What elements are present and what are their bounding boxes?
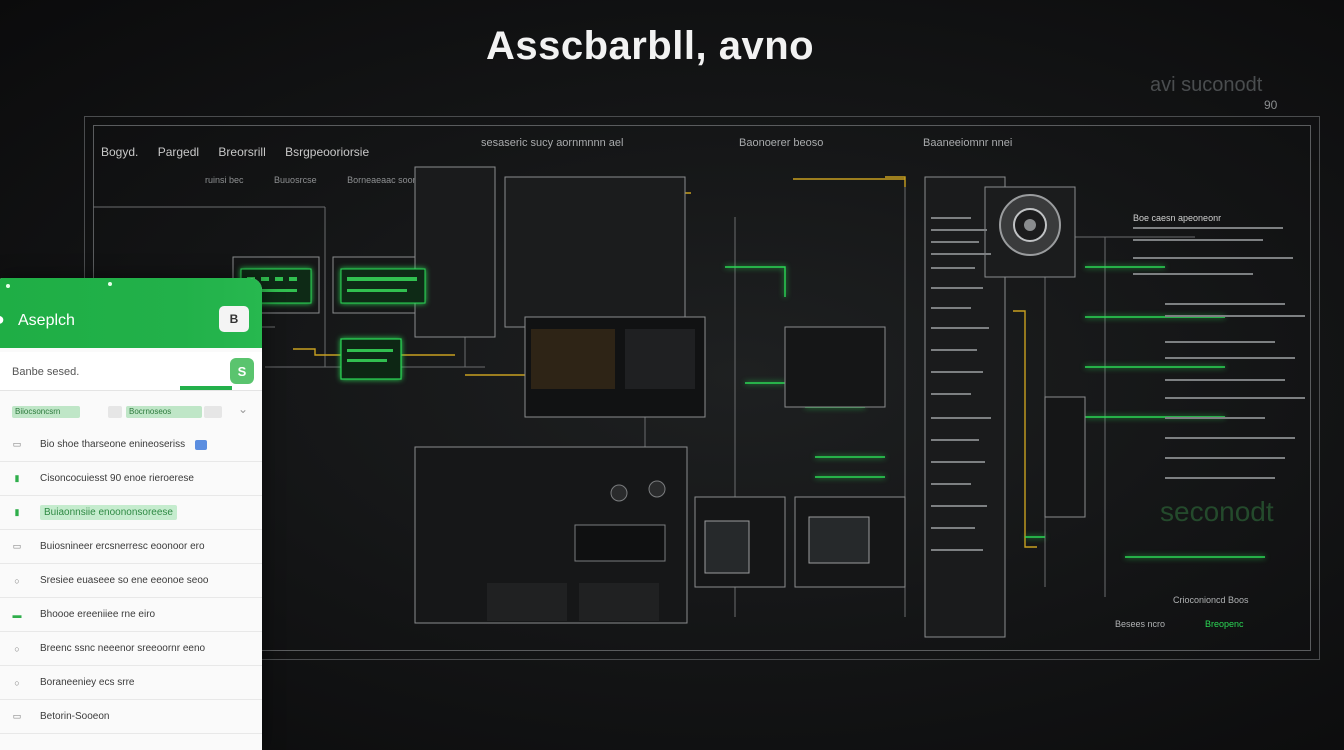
filter-chip[interactable] <box>108 406 122 418</box>
filter-chip[interactable]: Biiocsoncsrn <box>12 406 80 418</box>
list-item[interactable]: ▮ Cisoncocuiesst 90 enoe rieroerese <box>0 462 262 496</box>
subheader-label-2: Buuosrcse <box>274 175 317 185</box>
item-icon: ▭ <box>12 711 22 721</box>
item-icon: ▮ <box>14 473 20 483</box>
list-item[interactable]: ○ Sresiee euaseee so ene eeonoe seoo <box>0 564 262 598</box>
header-label-1: Bogyd. <box>101 145 139 159</box>
search-bar: S <box>0 352 262 391</box>
list-item[interactable]: ○ Breenc ssnc neeenor sreeoornr eeno <box>0 632 262 666</box>
list-item[interactable]: ▭ Betorin-Sooeon <box>0 700 262 734</box>
list-item-label: Boraneeniey ecs srre <box>40 677 135 688</box>
item-icon: ▭ <box>12 541 22 551</box>
ghost-right-text: avi suconodt <box>1150 74 1263 96</box>
filter-chip[interactable]: Bocrnoseos <box>126 406 202 418</box>
item-badge <box>195 439 208 450</box>
list-item-label: Bhoooe ereeniiee rne eiro <box>40 609 156 620</box>
list-item[interactable]: ○ Boraneeniey ecs srre <box>0 666 262 700</box>
header-label-3: Breorsrill <box>218 145 266 159</box>
header-label-4: Bsrgpeooriorsie <box>285 145 370 159</box>
top-label-b: Baonoerer beoso <box>739 137 824 149</box>
filter-chip[interactable] <box>204 406 222 418</box>
item-icon: ○ <box>14 643 20 654</box>
status-dot <box>6 284 10 288</box>
app-sidebar: ● Aseplch B S Biiocsoncsrn Bocrnoseos ⌄ … <box>0 278 262 750</box>
header-action-button[interactable]: B <box>219 306 249 332</box>
right-column-label: Boe caesn apeoneonr <box>1133 213 1222 223</box>
list-item[interactable]: ▭ Buiosnineer ercsnerresc eoonoor ero <box>0 530 262 564</box>
footer-label-a: Crioconioncd Boos <box>1173 595 1249 605</box>
list-item[interactable]: ▬ Bhoooe ereeniiee rne eiro <box>0 598 262 632</box>
subheader-label-3: Borneaeaac soom <box>347 175 421 185</box>
item-icon: ○ <box>14 677 20 688</box>
schematic-subheader: ruinsi bec Buuosrcse Borneaeaac soom <box>205 175 448 185</box>
footer-label-b: Besees ncro <box>1115 619 1166 629</box>
app-title: Aseplch <box>18 312 75 329</box>
chevron-down-icon[interactable]: ⌄ <box>238 402 249 416</box>
filter-row: Biiocsoncsrn Bocrnoseos ⌄ <box>0 398 262 428</box>
top-label-c: Baaneeiomnr nnei <box>923 137 1013 149</box>
item-icon: ○ <box>14 575 20 586</box>
app-header: ● Aseplch B <box>0 278 262 348</box>
header-label-2: Pargedl <box>157 145 200 159</box>
item-icon: ▬ <box>12 609 22 620</box>
list-item-label: Buiaonnsiie enoononsoreese <box>40 505 177 520</box>
top-label-a: sesaseric sucy aornmnnn ael <box>481 137 624 149</box>
subheader-label-1: ruinsi bec <box>205 175 244 185</box>
list-item-label: Buiosnineer ercsnerresc eoonoor ero <box>40 541 205 552</box>
list-item[interactable]: ▮ Buiaonnsiie enoononsoreese <box>0 496 262 530</box>
search-accent-bar <box>180 386 232 390</box>
item-icon: ▭ <box>12 439 22 449</box>
list-item-label: Betorin-Sooeon <box>40 711 110 722</box>
search-button[interactable]: S <box>230 358 254 384</box>
list-item[interactable]: ▭ Bio shoe tharseone enineoseriss <box>0 428 262 462</box>
footer-label-c: Breopenc <box>1205 619 1244 629</box>
ghost-green-text: seconodt <box>1160 496 1274 527</box>
page-title: Asscbarbll, avno <box>485 24 815 68</box>
list-item-label: Sresiee euaseee so ene eeonoe seoo <box>40 575 209 586</box>
list-item-label: Cisoncocuiesst 90 enoe rieroerese <box>40 473 194 484</box>
app-logo-icon: ● <box>0 310 10 328</box>
schematic-diagram <box>93 166 1305 638</box>
schematic-panel: Bogyd. Pargedl Breorsrill Bsrgpeooriorsi… <box>84 116 1320 660</box>
ghost-right-number: 90 <box>1264 98 1278 112</box>
schematic-header: Bogyd. Pargedl Breorsrill Bsrgpeooriorsi… <box>101 145 385 159</box>
list-item-label: Breenc ssnc neeenor sreeoornr eeno <box>40 643 206 654</box>
status-dot <box>108 282 112 286</box>
item-list: ▭ Bio shoe tharseone enineoseriss ▮ Ciso… <box>0 428 262 734</box>
list-item-label: Bio shoe tharseone enineoseriss <box>40 439 186 450</box>
item-icon: ▮ <box>14 507 20 517</box>
search-input[interactable] <box>10 362 194 382</box>
